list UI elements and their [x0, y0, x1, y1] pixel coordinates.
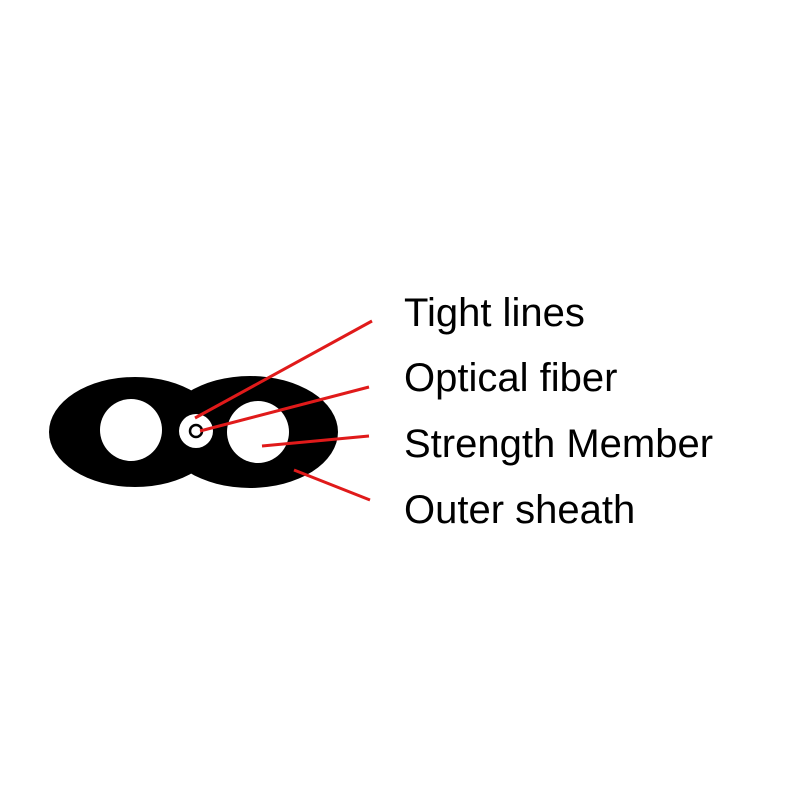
label-optical-fiber: Optical fiber [404, 356, 618, 400]
leader-line-tight-lines [194, 319, 373, 420]
tight-buffer-ring [179, 414, 213, 448]
strength-member-right [227, 401, 289, 463]
label-outer-sheath: Outer sheath [404, 488, 636, 532]
strength-member-left [100, 399, 162, 461]
leader-line-outer-sheath [293, 468, 371, 502]
leader-line-optical-fiber [199, 385, 370, 433]
label-strength-member: Strength Member [404, 422, 714, 466]
label-tight-lines: Tight lines [404, 291, 585, 335]
leader-line-strength-member [261, 434, 370, 448]
